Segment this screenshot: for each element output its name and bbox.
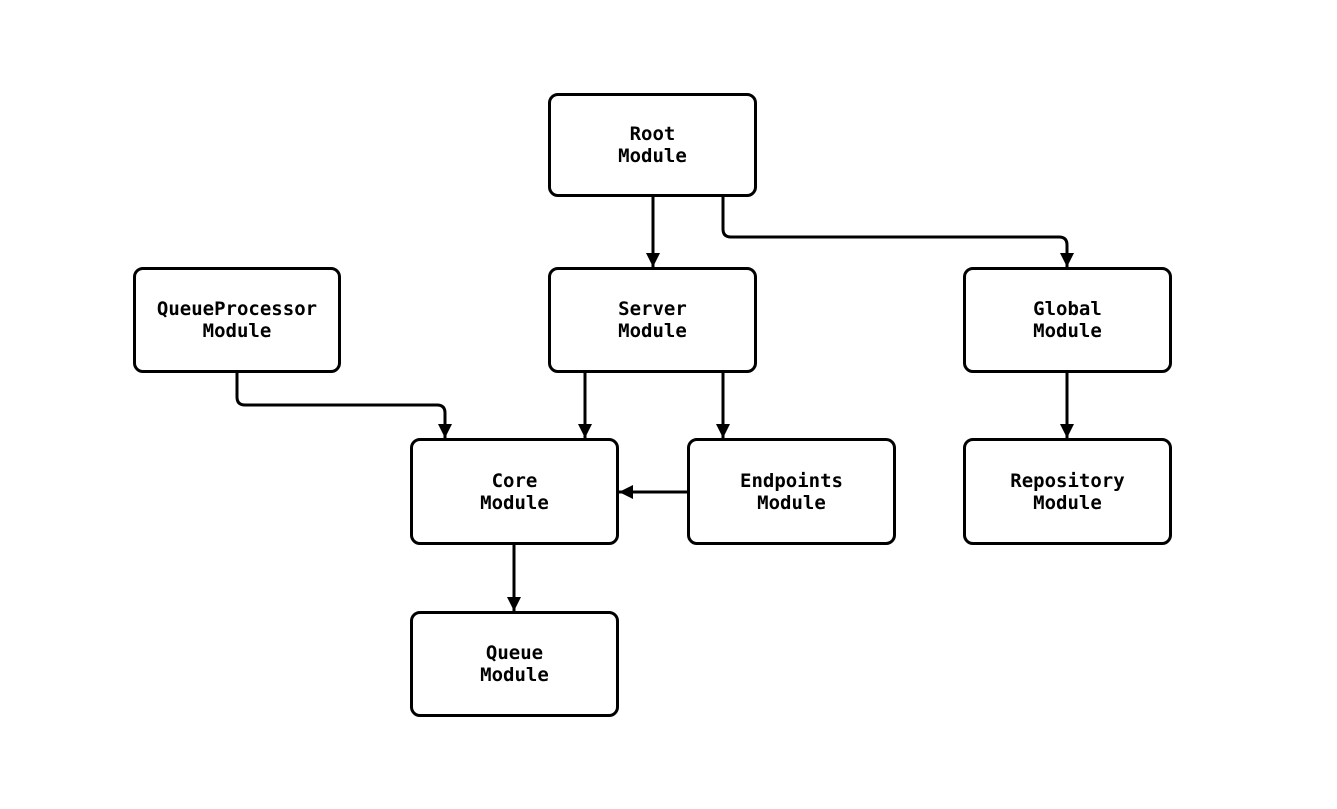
node-label: Root Module bbox=[618, 123, 687, 167]
node-endpoints-module: Endpoints Module bbox=[687, 438, 896, 545]
node-queue-module: Queue Module bbox=[410, 611, 619, 717]
node-label: Repository Module bbox=[1010, 469, 1125, 514]
node-label: Global Module bbox=[1033, 298, 1102, 342]
edge-queueprocessor-module-to-core-module bbox=[235, 373, 452, 438]
node-root-module: Root Module bbox=[548, 93, 757, 197]
node-label: Endpoints Module bbox=[740, 469, 843, 514]
node-label: Queue Module bbox=[480, 642, 549, 686]
node-repository-module: Repository Module bbox=[963, 438, 1172, 545]
node-label: Core Module bbox=[480, 469, 549, 514]
node-label: QueueProcessor Module bbox=[156, 298, 318, 342]
node-core-module: Core Module bbox=[410, 438, 619, 545]
node-server-module: Server Module bbox=[548, 267, 757, 373]
node-label: Server Module bbox=[618, 298, 687, 342]
node-global-module: Global Module bbox=[963, 267, 1172, 373]
edge-root-module-to-global-module bbox=[721, 197, 1074, 267]
node-queueprocessor-module: QueueProcessor Module bbox=[133, 267, 341, 373]
